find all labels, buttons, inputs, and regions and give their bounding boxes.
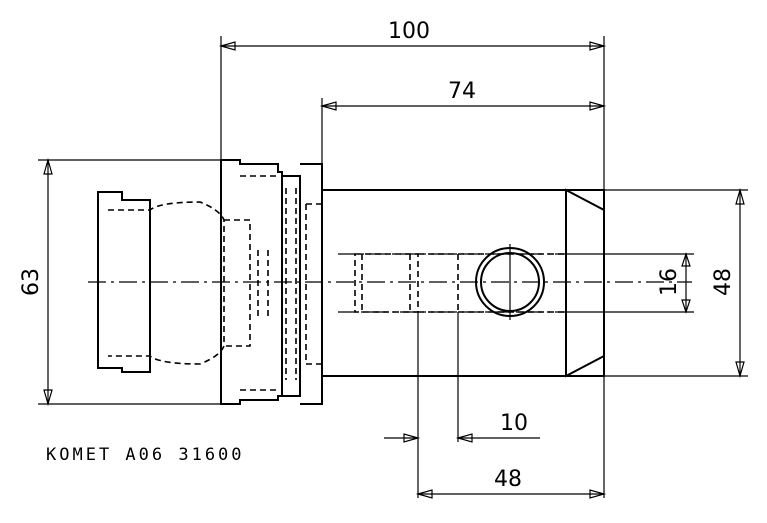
part-outline bbox=[97, 159, 605, 405]
dim-shank-length: 74 bbox=[448, 79, 476, 104]
extension-lines bbox=[38, 36, 748, 498]
dim-flange-diameter: 63 bbox=[19, 268, 44, 296]
hidden-lines bbox=[108, 175, 566, 391]
dim-screw-position: 48 bbox=[494, 467, 522, 492]
part-number: KOMET A06 31600 bbox=[46, 445, 245, 465]
dim-bore-diameter: 16 bbox=[657, 268, 682, 296]
dim-screw-offset: 10 bbox=[500, 411, 528, 436]
dim-body-diameter: 48 bbox=[711, 268, 736, 296]
dimension-lines bbox=[43, 41, 745, 499]
dim-overall-length: 100 bbox=[388, 19, 430, 44]
